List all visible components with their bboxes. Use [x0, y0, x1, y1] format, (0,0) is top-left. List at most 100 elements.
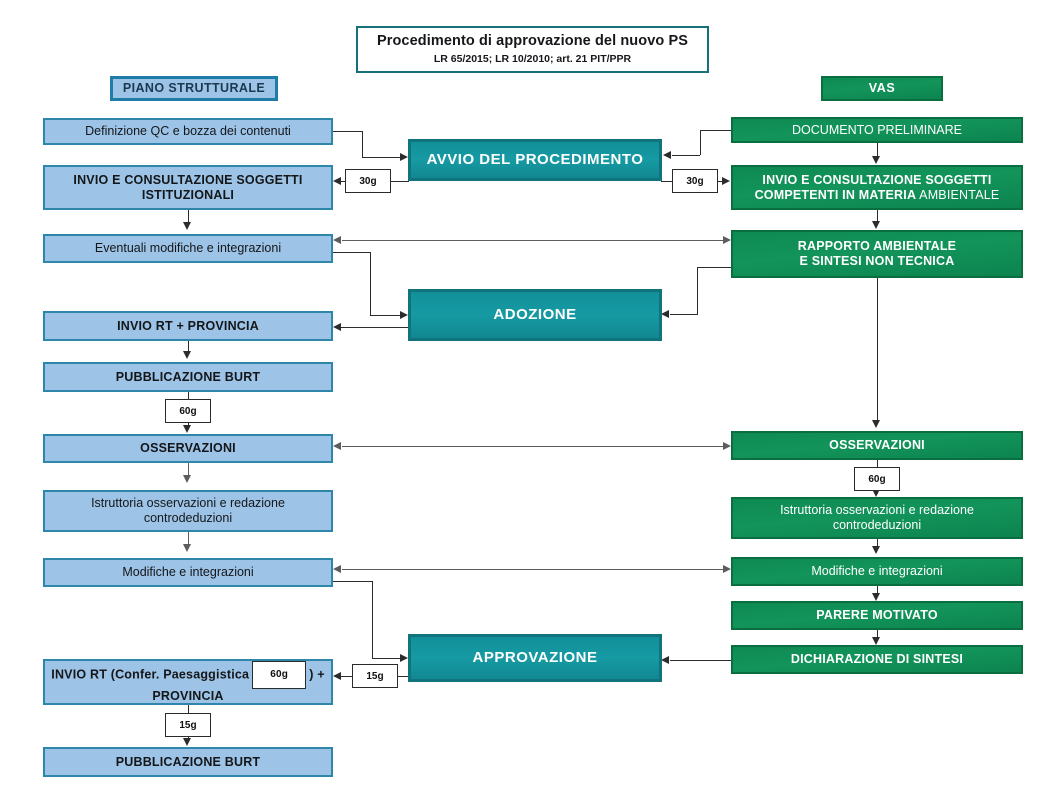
arrow-60g-to-vas-istruttoria — [872, 489, 880, 497]
node-ps-pubblicazione-burt-1[interactable]: PUBBLICAZIONE BURT — [43, 362, 333, 392]
node-vas-istruttoria[interactable]: Istruttoria osservazioni e redazione con… — [731, 497, 1023, 539]
day-label-avvio-left: 30g — [345, 169, 391, 193]
node-ps-definizione[interactable]: Definizione QC e bozza dei contenuti — [43, 118, 333, 145]
arrow-osservazioni-right — [723, 442, 731, 450]
node-vas-osservazioni-label: OSSERVAZIONI — [829, 438, 925, 453]
node-vas-dichiarazione-sintesi[interactable]: DICHIARAZIONE DI SINTESI — [731, 645, 1023, 674]
node-ps-invio-rt-provincia-label: INVIO RT + PROVINCIA — [117, 318, 259, 333]
node-adozione[interactable]: ADOZIONE — [408, 289, 662, 341]
connector-adozione-to-invio-rt — [341, 327, 409, 329]
node-vas-rapporto-ambientale-label-a: RAPPORTO AMBIENTALE — [797, 239, 957, 254]
arrow-adozione-to-invio-rt — [333, 323, 341, 331]
node-ps-invio-soggetti-istituzionali[interactable]: INVIO E CONSULTAZIONE SOGGETTI ISTITUZIO… — [43, 165, 333, 210]
node-ps-modifiche-integrazioni-label: Modifiche e integrazioni — [122, 565, 254, 580]
connector-vas-doc-down — [877, 143, 879, 158]
arrow-ps-invio-down — [183, 222, 191, 230]
day-label-avvio-right: 30g — [672, 169, 718, 193]
connector-rapporto-to-adozione-h — [697, 267, 731, 269]
node-ps-definizione-label: Definizione QC e bozza dei contenuti — [85, 124, 291, 139]
arrow-modifiche-right — [723, 565, 731, 573]
arrow-vas-doc-to-avvio — [663, 151, 671, 159]
node-vas-parere-motivato[interactable]: PARERE MOTIVATO — [731, 601, 1023, 630]
diagram-title: Procedimento di approvazione del nuovo P… — [376, 33, 689, 50]
connector-ps-modifiche-to-approvazione-h2 — [372, 658, 402, 660]
node-ps-pubblicazione-burt-2-label: PUBBLICAZIONE BURT — [115, 754, 261, 769]
node-ps-invio-rt-conferenza-label-a: INVIO RT (Confer. Paesaggistica — [51, 666, 250, 681]
connector-rapporto-down-long — [877, 278, 879, 421]
node-ps-pubblicazione-burt-2[interactable]: PUBBLICAZIONE BURT — [43, 747, 333, 777]
node-avvio-del-procedimento-label: AVVIO DEL PROCEDIMENTO — [426, 151, 644, 169]
node-ps-istruttoria-label: Istruttoria osservazioni e redazione con… — [91, 496, 285, 525]
connector-eventuali-to-adozione-h — [333, 252, 371, 254]
connector-approvazione-to-15g — [398, 676, 410, 678]
node-vas-invio-soggetti-competenti-content: INVIO E CONSULTAZIONE SOGGETTI COMPETENT… — [733, 173, 1021, 203]
node-vas-parere-motivato-label: PARERE MOTIVATO — [816, 608, 938, 623]
arrow-osservazioni-left — [333, 442, 341, 450]
node-vas-osservazioni[interactable]: OSSERVAZIONI — [731, 431, 1023, 460]
node-approvazione[interactable]: APPROVAZIONE — [408, 634, 662, 682]
node-vas-invio-soggetti-competenti-label-a: INVIO E CONSULTAZIONE SOGGETTI — [762, 172, 992, 187]
node-avvio-del-procedimento[interactable]: AVVIO DEL PROCEDIMENTO — [408, 139, 662, 181]
node-ps-invio-soggetti-istituzionali-label: INVIO E CONSULTAZIONE SOGGETTI ISTITUZIO… — [73, 172, 303, 202]
node-ps-modifiche-integrazioni[interactable]: Modifiche e integrazioni — [43, 558, 333, 587]
connector-vas-istruttoria-down — [877, 539, 879, 547]
connector-vas-parere-down — [877, 630, 879, 638]
node-vas-modifiche-integrazioni[interactable]: Modifiche e integrazioni — [731, 557, 1023, 586]
diagram-subtitle: LR 65/2015; LR 10/2010; art. 21 PIT/PPR — [433, 53, 632, 66]
connector-vas-invio-down — [877, 210, 879, 223]
node-ps-istruttoria[interactable]: Istruttoria osservazioni e redazione con… — [43, 490, 333, 532]
connector-ps-modifiche-to-approvazione-h — [333, 581, 373, 583]
arrow-vas-istruttoria-down — [872, 546, 880, 554]
arrow-ps-oss-down — [183, 475, 191, 483]
arrow-ps-istruttoria-down — [183, 544, 191, 552]
day-label-vas-osservazioni: 60g — [854, 467, 900, 491]
arrow-definizione-to-avvio — [400, 153, 408, 161]
arrow-vas-doc-down — [872, 156, 880, 164]
arrow-vas-modifiche-down — [872, 593, 880, 601]
node-vas-modifiche-integrazioni-label: Modifiche e integrazioni — [811, 564, 943, 579]
connector-definizione-to-avvio-v — [362, 131, 364, 157]
arrow-60g-to-ps-osservazioni — [183, 425, 191, 433]
day-label-approvazione-right: 15g — [352, 664, 398, 688]
arrow-dichiarazione-to-approvazione — [661, 656, 669, 664]
connector-burt1-to-60g — [188, 392, 190, 400]
node-approvazione-label: APPROVAZIONE — [472, 649, 598, 667]
connector-dichiarazione-to-approvazione — [670, 660, 731, 662]
node-vas-invio-soggetti-competenti[interactable]: INVIO E CONSULTAZIONE SOGGETTI COMPETENT… — [731, 165, 1023, 210]
connector-rapporto-to-eventuali — [342, 240, 724, 242]
connector-vas-doc-to-avvio-h — [700, 130, 731, 132]
column-header-vas: VAS — [821, 76, 943, 101]
node-vas-documento-preliminare[interactable]: DOCUMENTO PRELIMINARE — [731, 117, 1023, 143]
node-adozione-label: ADOZIONE — [493, 306, 577, 324]
connector-osservazioni-link — [342, 446, 724, 448]
arrow-rapporto-to-adozione — [661, 310, 669, 318]
connector-vas-modifiche-down — [877, 586, 879, 594]
connector-eventuali-to-adozione-h2 — [370, 315, 402, 317]
node-vas-invio-soggetti-competenti-label-b: COMPETENTI IN MATERIA — [754, 187, 917, 202]
connector-ps-modifiche-to-approvazione-v — [372, 581, 374, 659]
connector-vas-oss-to-60g — [877, 460, 879, 468]
arrow-ps-modifiche-to-approvazione — [400, 654, 408, 662]
column-header-piano-strutturale-label: PIANO STRUTTURALE — [122, 81, 266, 96]
diagram-title-box: Procedimento di approvazione del nuovo P… — [356, 26, 709, 73]
node-ps-osservazioni[interactable]: OSSERVAZIONI — [43, 434, 333, 463]
node-ps-pubblicazione-burt-1-label: PUBBLICAZIONE BURT — [115, 369, 261, 384]
connector-rapporto-to-adozione-v — [697, 267, 699, 315]
arrow-rapporto-to-eventuali-right — [723, 236, 731, 244]
connector-definizione-to-avvio-h — [333, 131, 363, 133]
arrow-vas-parere-down — [872, 637, 880, 645]
connector-definizione-to-avvio-h2 — [362, 157, 402, 159]
arrow-15g-to-burt2 — [183, 738, 191, 746]
node-vas-istruttoria-label: Istruttoria osservazioni e redazione con… — [780, 503, 974, 532]
connector-ps-oss-down — [188, 463, 190, 477]
arrow-rapporto-to-eventuali-left — [333, 236, 341, 244]
node-vas-rapporto-ambientale[interactable]: RAPPORTO AMBIENTALE E SINTESI NON TECNIC… — [731, 230, 1023, 278]
connector-ps-istruttoria-down — [188, 532, 190, 546]
node-ps-invio-rt-provincia[interactable]: INVIO RT + PROVINCIA — [43, 311, 333, 341]
arrow-eventuali-to-adozione — [400, 311, 408, 319]
column-header-piano-strutturale: PIANO STRUTTURALE — [110, 76, 278, 101]
connector-rapporto-to-adozione-h2 — [670, 314, 698, 316]
node-ps-eventuali-modifiche[interactable]: Eventuali modifiche e integrazioni — [43, 234, 333, 263]
